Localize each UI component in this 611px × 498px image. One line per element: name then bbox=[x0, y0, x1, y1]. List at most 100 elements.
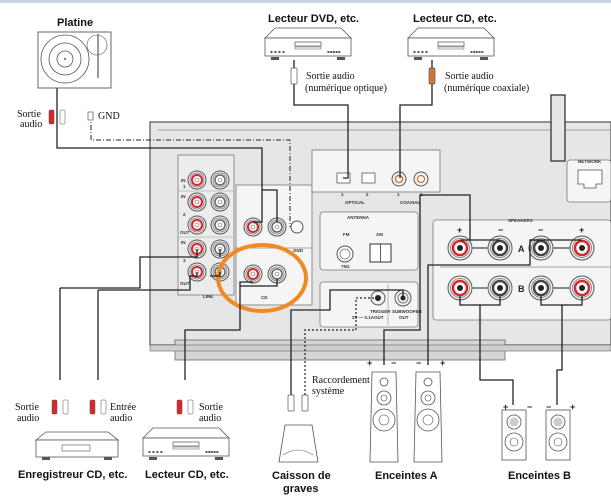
cd-input-highlight bbox=[216, 243, 308, 313]
line-in2-number: 2 bbox=[183, 212, 186, 217]
subwoofer-label-2: graves bbox=[283, 483, 318, 495]
fm-ohm-label: 75Ω bbox=[341, 264, 350, 269]
dvd-output-label-2: (numérique optique) bbox=[305, 83, 387, 94]
turntable-icon bbox=[37, 31, 112, 89]
cd-player-bottom-icon bbox=[142, 427, 230, 461]
line-jacks bbox=[178, 170, 234, 282]
cd-player-bottom-label: Lecteur CD, etc. bbox=[145, 469, 229, 481]
line-in1-number: 1 bbox=[183, 184, 186, 189]
optical-label: OPTICAL bbox=[345, 200, 365, 205]
optical-1-number: 1 bbox=[341, 192, 344, 197]
cd-bottom-output-label-2: audio bbox=[199, 413, 221, 424]
spk-minus-label: − bbox=[498, 225, 503, 235]
spk-a-right-minus-label: − bbox=[416, 358, 421, 368]
recorder-input-label-2: audio bbox=[110, 413, 132, 424]
optical-2-port bbox=[361, 172, 376, 184]
system-link-label: Raccordement bbox=[312, 375, 370, 386]
gnd-plug-icon bbox=[87, 111, 94, 121]
recorder-out-plugs bbox=[51, 399, 69, 415]
cd-top-output-label-2: (numérique coaxiale) bbox=[444, 83, 529, 94]
spk-b-right-minus-label: − bbox=[546, 402, 551, 412]
turntable-output-label: Sortie bbox=[17, 109, 41, 120]
recorder-output-label-2: audio bbox=[17, 413, 39, 424]
top-band bbox=[0, 0, 611, 3]
turntable-output-label-2: audio bbox=[20, 119, 42, 130]
dvd-output-label: Sortie audio bbox=[306, 71, 355, 82]
gnd-terminal bbox=[290, 220, 304, 234]
spk-b-left-minus-label: − bbox=[527, 402, 532, 412]
recorder-output-label: Sortie bbox=[15, 402, 39, 413]
cd-bottom-output-label: Sortie bbox=[199, 402, 223, 413]
dvd-player-icon bbox=[264, 27, 352, 61]
recorder-input-label: Entrée bbox=[110, 402, 137, 413]
cables bbox=[56, 60, 583, 405]
trigger-wire bbox=[304, 297, 378, 395]
trigger-plug-icon bbox=[301, 394, 309, 412]
cd-player-top-icon bbox=[407, 27, 495, 61]
coaxial-label: COAXIAL bbox=[400, 200, 421, 205]
spk-a-left-minus-label: − bbox=[391, 358, 396, 368]
subwoofer-out-label: OUT bbox=[399, 315, 409, 320]
speakers-label: SPEAKERS bbox=[508, 218, 533, 223]
cd-top-output-label: Sortie audio bbox=[445, 71, 494, 82]
line-out2-label: OUT bbox=[180, 230, 190, 235]
wireless-antenna bbox=[550, 94, 566, 162]
coaxial-plug-icon bbox=[428, 67, 436, 85]
speaker-b-right-icon bbox=[545, 409, 571, 461]
line-in2-label: IN bbox=[181, 194, 186, 199]
cd-r-jack bbox=[243, 264, 263, 284]
ethernet-port-icon bbox=[577, 169, 603, 189]
optical-2-number: 2 bbox=[366, 192, 369, 197]
spk-b-right-plus-label: + bbox=[570, 402, 575, 412]
gnd-annotation: GND bbox=[98, 111, 120, 122]
coaxial-1-number: 1 bbox=[397, 192, 400, 197]
spk-a-right-plus-label: + bbox=[440, 358, 445, 368]
line-out3-label: OUT bbox=[180, 281, 190, 286]
panel-cd-label: CD bbox=[261, 295, 268, 300]
cd-recorder-label: Enregistreur CD, etc. bbox=[18, 469, 127, 481]
spk-minus-label: − bbox=[538, 225, 543, 235]
antenna-block bbox=[319, 211, 419, 271]
speakers-a-label: Enceintes A bbox=[375, 470, 438, 482]
line-label: LINE bbox=[203, 294, 213, 299]
speaker-b-left-icon bbox=[501, 409, 527, 461]
subwoofer-label: SUBWOOFER bbox=[392, 309, 422, 314]
speakers-block bbox=[432, 219, 611, 321]
cd-bottom-plugs bbox=[176, 399, 194, 415]
subwoofer-plug-icon bbox=[287, 394, 295, 412]
speakers-b-label: Enceintes B bbox=[508, 470, 571, 482]
phono-r-jack bbox=[243, 217, 263, 237]
optical-plug-icon bbox=[290, 67, 298, 85]
panel-gnd-label: GND bbox=[293, 248, 304, 253]
spk-a-left-plus-label: + bbox=[367, 358, 372, 368]
speaker-a-label: A bbox=[518, 244, 525, 254]
subwoofer-icon bbox=[278, 424, 319, 463]
speaker-a-right-icon bbox=[413, 371, 443, 463]
spk-plus-label: + bbox=[457, 225, 462, 235]
line-in3-label: IN bbox=[181, 240, 186, 245]
line-in3-number: 3 bbox=[183, 258, 186, 263]
line-in1-label: IN bbox=[181, 178, 186, 183]
trigger-out-label: OUT bbox=[374, 315, 384, 320]
gnd-wire bbox=[90, 115, 291, 227]
antenna-label: ANTENNA bbox=[347, 215, 370, 220]
cd-recorder-icon bbox=[34, 431, 120, 460]
trigger-label: TRIGGER bbox=[370, 309, 391, 314]
am-label: AM bbox=[376, 232, 383, 237]
subwoofer-trigger-block bbox=[319, 281, 419, 328]
network-label: NETWORK bbox=[578, 159, 602, 164]
dvd-player-label: Lecteur DVD, etc. bbox=[268, 13, 359, 25]
fm-antenna-jack bbox=[336, 245, 354, 263]
speaker-a-left-icon bbox=[369, 371, 399, 463]
system-link-label-2: système bbox=[312, 386, 345, 397]
subwoofer-label: Caisson de bbox=[272, 470, 331, 482]
cd-player-top-label: Lecteur CD, etc. bbox=[413, 13, 497, 25]
spk-b-left-plus-label: + bbox=[503, 402, 508, 412]
spk-plus-label: + bbox=[579, 225, 584, 235]
recorder-in-plugs bbox=[89, 399, 107, 415]
turntable-label: Platine bbox=[57, 17, 93, 29]
fm-label: FM bbox=[343, 232, 350, 237]
trigger-spec-label: 2V — 0.1A bbox=[352, 315, 375, 320]
